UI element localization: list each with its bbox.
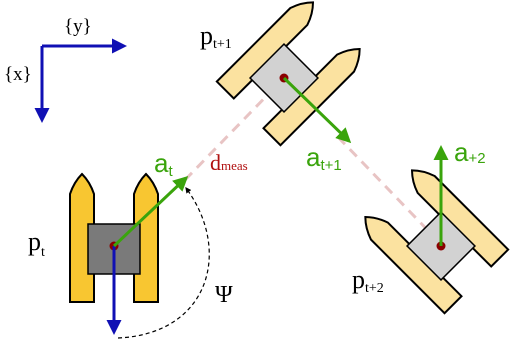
action-label-at2: a+2 bbox=[454, 137, 486, 167]
angle-label-psi: Ψ bbox=[215, 282, 233, 308]
action-label-at1: at+1 bbox=[306, 142, 342, 174]
boat-pt bbox=[69, 172, 159, 303]
action-label-at: at bbox=[154, 148, 173, 180]
angle-arc-psi bbox=[117, 187, 210, 339]
coordinate-frame: {y} {x} bbox=[4, 16, 127, 123]
measurement-line-t1-to-t2 bbox=[336, 135, 443, 246]
boat-pt1-label: pt+1 bbox=[200, 21, 232, 52]
measurement-label: dmeas bbox=[210, 150, 248, 175]
boat-pt-label: pt bbox=[28, 227, 45, 260]
boat-pt1 bbox=[215, 1, 361, 147]
measurement-lines bbox=[183, 76, 443, 246]
action-arrow-at bbox=[112, 175, 189, 248]
boat-pt2-label: pt+2 bbox=[352, 265, 384, 296]
measurement-line-t-to-t1 bbox=[183, 76, 286, 182]
action-arrow-at1 bbox=[282, 76, 352, 144]
frame-y-label: {y} bbox=[64, 16, 92, 37]
frame-x-label: {x} bbox=[4, 64, 32, 85]
